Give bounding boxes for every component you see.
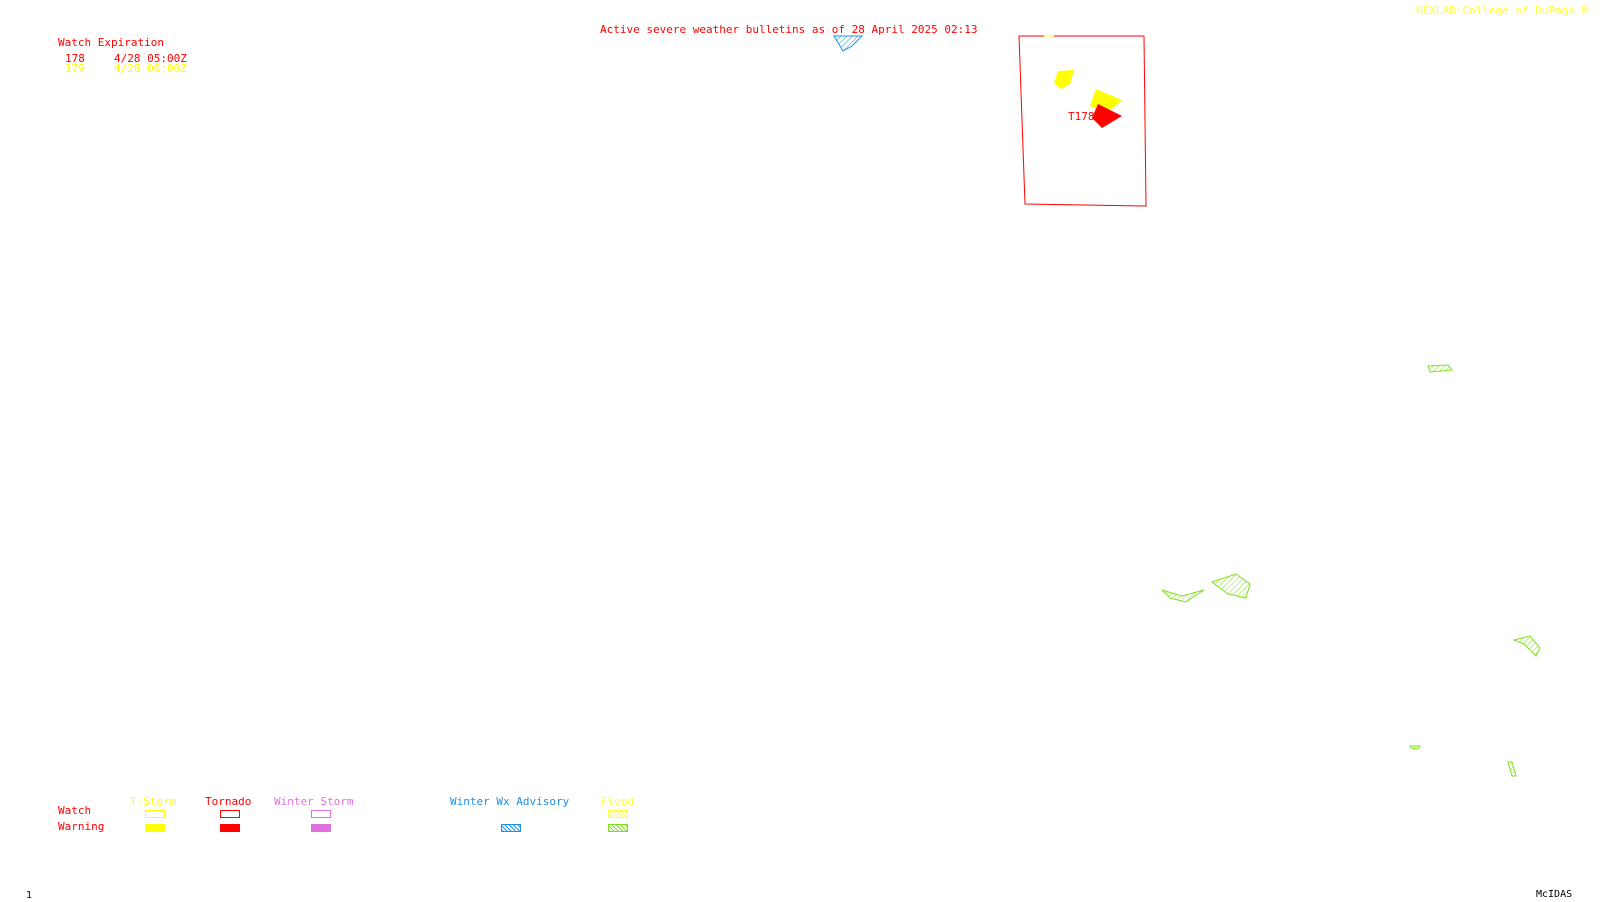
flood-warning-polygon[interactable] — [1409, 745, 1421, 750]
flood-warning-polygon[interactable] — [1210, 573, 1251, 599]
legend-tornado-label: Tornado — [205, 795, 252, 808]
legend-flood-warning-swatch — [608, 824, 628, 832]
legend-tstorm-watch-swatch — [145, 810, 165, 818]
legend-flood-label: Flood — [601, 795, 635, 808]
legend-row-watch: Watch — [58, 804, 92, 817]
legend-winter-storm-watch-swatch — [311, 810, 331, 818]
legend-winter-wx-advisory-label: Winter Wx Advisory — [450, 795, 570, 808]
legend-winter-wx-advisory-swatch — [501, 824, 521, 832]
tornado-watch-box[interactable] — [1018, 35, 1147, 207]
winter-wx-advisory-polygon[interactable] — [833, 35, 864, 52]
watch-box-label: T178 — [1068, 110, 1095, 123]
legend-winter-storm-warning-swatch — [311, 824, 331, 832]
watch-178-id: 178 — [65, 52, 85, 65]
legend-tstorm-label: T-Storm — [130, 795, 177, 808]
watch-expiration-heading: Watch Expiration — [58, 36, 164, 49]
legend-tornado-warning-swatch — [220, 824, 240, 832]
flood-warning-polygon[interactable] — [1161, 589, 1205, 603]
watch-179-id: 179 — [65, 62, 85, 75]
legend-flood-watch-swatch — [608, 810, 628, 818]
legend-tstorm-warning-swatch — [145, 824, 165, 832]
legend-tornado-watch-swatch — [220, 810, 240, 818]
flood-warning-polygon[interactable] — [1427, 364, 1453, 373]
legend-winter-storm-label: Winter Storm — [274, 795, 354, 808]
watch-178-expiration: 4/28 05:00Z — [114, 52, 187, 65]
credit-label: NEXLAB-College of DuPage R — [1416, 4, 1589, 17]
flood-warning-polygon[interactable] — [1507, 761, 1517, 777]
tornado-warning-polygon[interactable] — [1092, 104, 1122, 128]
flood-warning-polygon[interactable] — [1512, 635, 1541, 657]
legend-row-warning: Warning — [58, 820, 105, 833]
software-label: McIDAS — [1536, 889, 1573, 900]
frame-number: 1 — [26, 890, 33, 901]
watch-179-expiration: 4/28 06:00Z — [114, 62, 187, 75]
bulletin-title: Active severe weather bulletins as of 28… — [600, 23, 978, 36]
tstorm-warning-polygon[interactable] — [1054, 70, 1074, 89]
